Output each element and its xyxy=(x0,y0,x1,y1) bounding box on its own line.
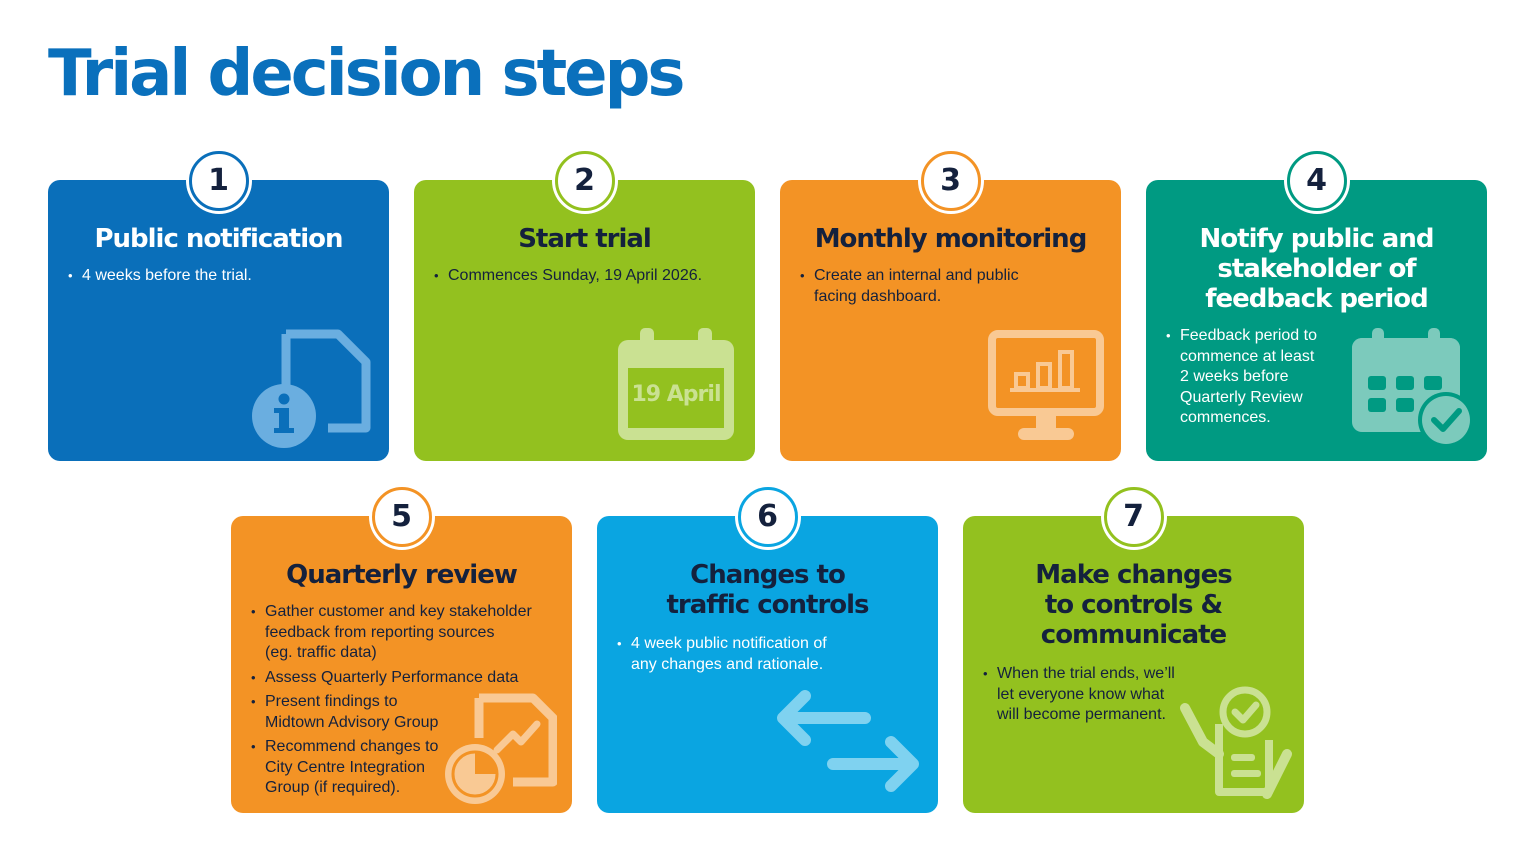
step-number-badge: 6 xyxy=(737,487,798,547)
step-title: Make changes to controls & communicate xyxy=(1035,560,1232,650)
step-card-6: 6 Changes to traffic controls 4 week pub… xyxy=(597,487,938,813)
step-card-3: 3 Monthly monitoring Create an internal … xyxy=(780,151,1121,461)
step-bullets: Commences Sunday, 19 April 2026. xyxy=(432,266,737,291)
step-bullets: 4 weeks before the trial. xyxy=(66,266,371,291)
step-title: Notify public and stakeholder of feedbac… xyxy=(1199,224,1435,314)
step-number-badge: 7 xyxy=(1103,487,1164,547)
arrows-exchange-icon xyxy=(777,688,921,796)
step-bullets: Create an internal and public facing das… xyxy=(798,266,1103,311)
clipboard-check-icon xyxy=(1179,684,1295,800)
bullet-item: Present findings to Midtown Advisory Gro… xyxy=(249,692,554,733)
step-bullets: 4 week public notification of any change… xyxy=(615,634,920,679)
step-card-4: 4 Notify public and stakeholder of feedb… xyxy=(1146,151,1487,461)
bullet-item: Feedback period to commence at least 2 w… xyxy=(1164,326,1327,429)
step-title: Start trial xyxy=(518,224,652,254)
bullet-item: Create an internal and public facing das… xyxy=(798,266,1103,307)
bullet-item: 4 weeks before the trial. xyxy=(66,266,371,287)
bullet-item: When the trial ends, we’ll let everyone … xyxy=(981,664,1286,726)
step-title: Public notification xyxy=(94,224,343,254)
bullet-item: Assess Quarterly Performance data xyxy=(249,668,554,689)
calendar-date-label: 19 April xyxy=(631,382,722,407)
step-bullets: Feedback period to commence at least 2 w… xyxy=(1164,326,1327,433)
bullet-item: Gather customer and key stakeholder feed… xyxy=(249,602,554,664)
step-bullets: When the trial ends, we’ll let everyone … xyxy=(981,664,1286,730)
monitor-chart-icon xyxy=(986,330,1106,444)
step-number-badge: 2 xyxy=(554,151,615,211)
step-card-5: 5 Quarterly review Gather customer and k… xyxy=(231,487,572,813)
step-card-7: 7 Make changes to controls & communicate… xyxy=(963,487,1304,813)
step-title: Monthly monitoring xyxy=(814,224,1088,254)
bullet-item: 4 week public notification of any change… xyxy=(615,634,920,675)
page-title: Trial decision steps xyxy=(48,37,685,111)
bullet-item: Commences Sunday, 19 April 2026. xyxy=(432,266,737,287)
bullet-item: Recommend changes to City Centre Integra… xyxy=(249,737,554,799)
step-number-badge: 5 xyxy=(371,487,432,547)
step-title: Quarterly review xyxy=(286,560,518,590)
step-title: Changes to traffic controls xyxy=(666,560,869,620)
calendar-icon: 19 April xyxy=(614,326,739,446)
step-card-1: 1 Public notification 4 weeks before the… xyxy=(48,151,389,461)
step-number-badge: 1 xyxy=(188,151,249,211)
document-info-icon xyxy=(248,328,373,450)
step-bullets: Gather customer and key stakeholder feed… xyxy=(249,602,554,803)
step-number-badge: 3 xyxy=(920,151,981,211)
calendar-check-icon xyxy=(1350,326,1476,448)
step-number-badge: 4 xyxy=(1286,151,1347,211)
step-card-2: 2 Start trial Commences Sunday, 19 April… xyxy=(414,151,755,461)
